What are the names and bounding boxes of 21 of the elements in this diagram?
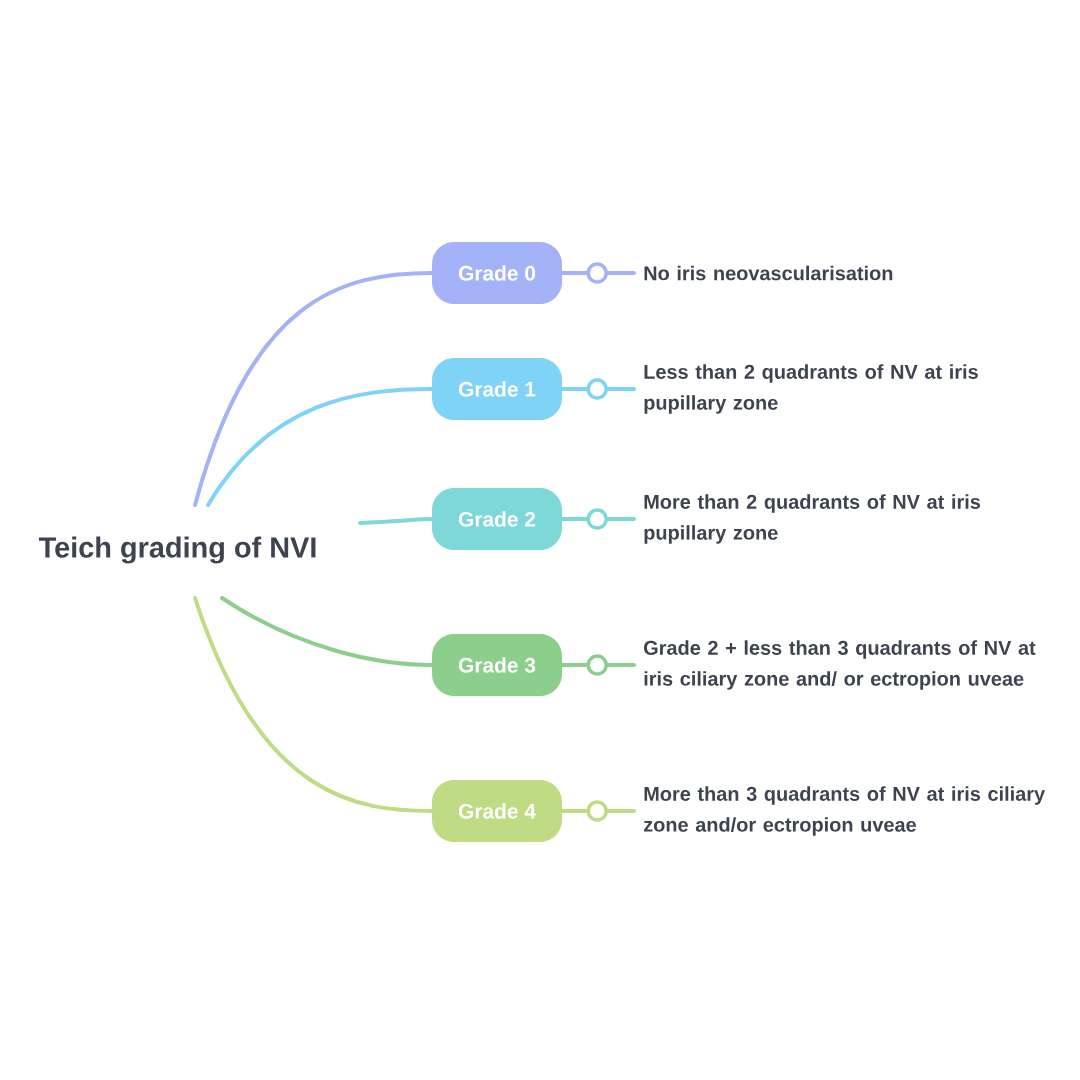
description-text: No iris neovascularisation	[644, 265, 893, 281]
branch-curve	[220, 596, 434, 667]
grade-pill: Grade 0	[432, 242, 562, 304]
branch-curve	[206, 387, 434, 507]
root-topic: Teich grading of NVI	[38, 536, 316, 564]
grade-pill: Grade 1	[432, 358, 562, 420]
connector-line	[560, 378, 636, 400]
description-text: More than 2 quadrants of NV at iris pupillary zone	[644, 494, 981, 544]
description-text: More than 3 quadrants of NV at iris ciliary zone and/or ectropion uveae	[644, 786, 1045, 836]
branch-curve	[193, 596, 434, 813]
connector-line	[560, 654, 636, 676]
description-text: Grade 2 + less than 3 quadrants of NV at iris ciliary zone and/ or ectropion uveae	[644, 640, 1036, 690]
branch-curve	[358, 517, 434, 525]
grade-pill: Grade 2	[432, 488, 562, 550]
description-text: Less than 2 quadrants of NV at iris pupillary zone	[644, 364, 978, 414]
connector-line	[560, 262, 636, 284]
connector-line	[560, 800, 636, 822]
connector-line	[560, 508, 636, 530]
grade-pill: Grade 3	[432, 634, 562, 696]
branch-curve	[193, 271, 434, 507]
grade-pill: Grade 4	[432, 780, 562, 842]
